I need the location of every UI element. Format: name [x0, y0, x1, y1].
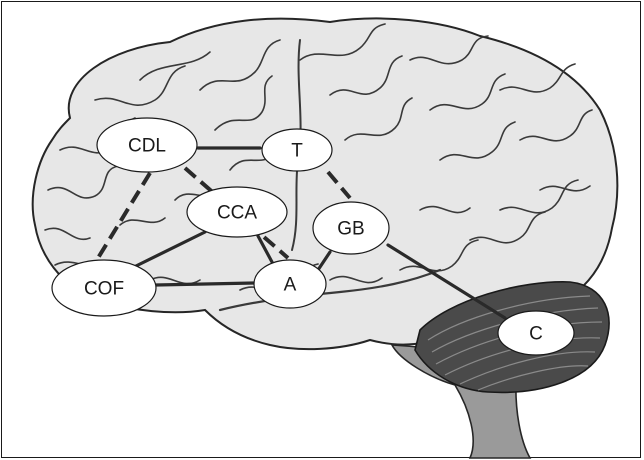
node-a: A — [254, 260, 326, 308]
node-cof: COF — [52, 260, 156, 316]
node-t: T — [262, 129, 332, 171]
node-cca: CCA — [187, 187, 287, 237]
node-label-t: T — [291, 141, 303, 162]
node-label-cof: COF — [84, 279, 124, 300]
node-cdl: CDL — [97, 118, 197, 172]
node-c: C — [498, 311, 574, 355]
node-label-a: A — [284, 275, 297, 296]
node-label-cdl: CDL — [128, 136, 166, 157]
node-label-cca: CCA — [217, 203, 257, 224]
node-label-c: C — [529, 324, 543, 345]
node-gb: GB — [313, 202, 389, 254]
edge-cof-a — [156, 283, 254, 285]
node-label-gb: GB — [337, 219, 364, 240]
